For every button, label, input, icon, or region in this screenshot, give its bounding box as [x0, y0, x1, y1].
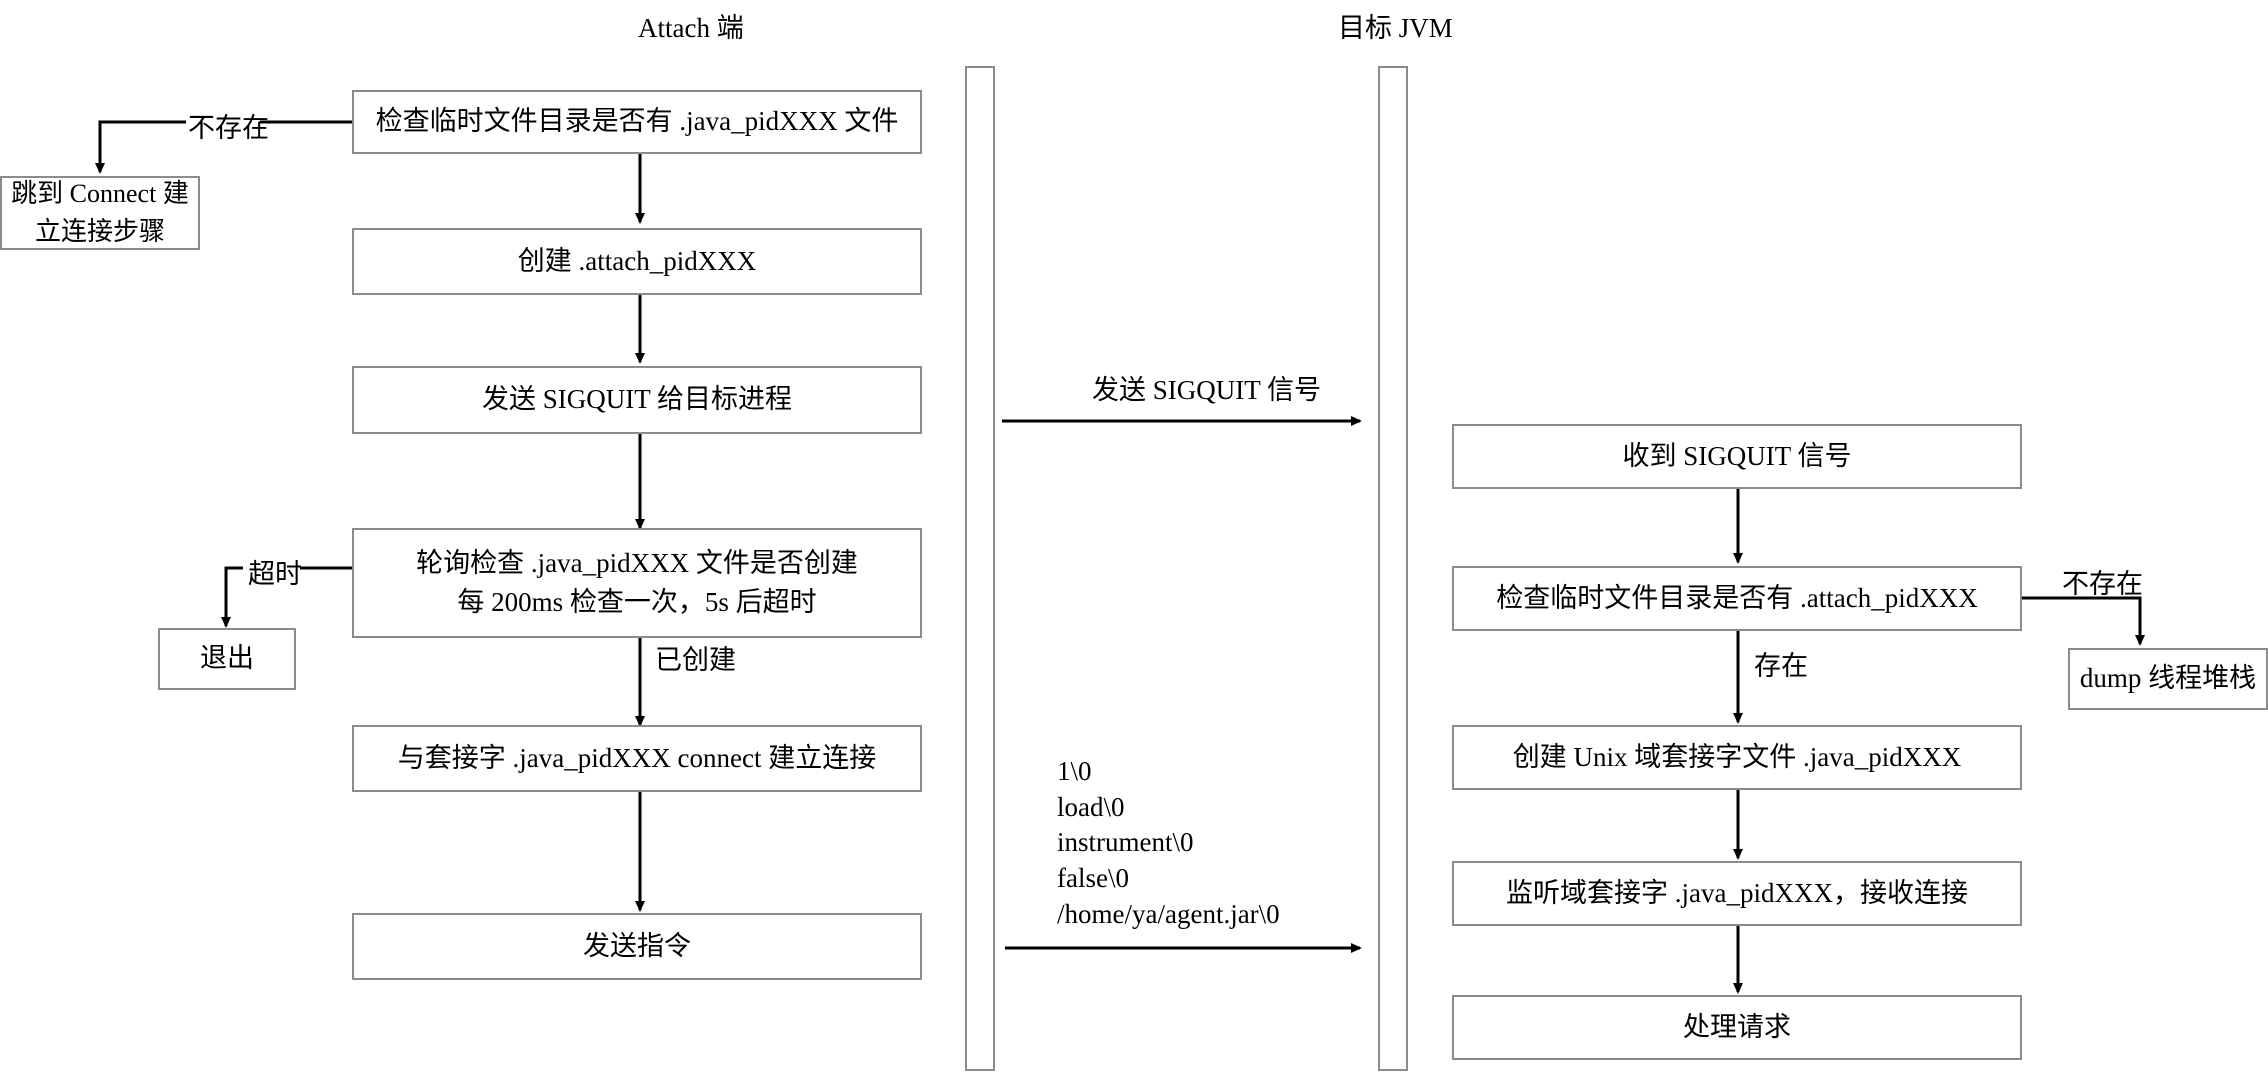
edge-label-not-exist-right: 不存在	[2062, 569, 2143, 599]
node-send-command[interactable]: 发送指令	[352, 913, 922, 980]
message-block-agent-payload: 1\0 load\0 instrument\0 false\0 /home/ya…	[1057, 756, 1280, 929]
lane-label-target-jvm: 目标 JVM	[1338, 13, 1453, 43]
node-jump-connect[interactable]: 跳到 Connect 建 立连接步骤	[0, 176, 200, 250]
node-socket-connect[interactable]: 与套接字 .java_pidXXX connect 建立连接	[352, 725, 922, 792]
edge-label-created: 已创建	[655, 645, 736, 675]
message-label-send-sigquit: 发送 SIGQUIT 信号	[1092, 375, 1321, 405]
node-check-tmp-javapid[interactable]: 检查临时文件目录是否有 .java_pidXXX 文件	[352, 90, 922, 154]
node-recv-sigquit[interactable]: 收到 SIGQUIT 信号	[1452, 424, 2022, 489]
node-dump-thread-stack[interactable]: dump 线程堆栈	[2068, 648, 2268, 710]
edge-label-not-exist-left: 不存在	[188, 113, 269, 143]
edge-label-exist: 存在	[1754, 651, 1808, 681]
node-handle-request[interactable]: 处理请求	[1452, 995, 2022, 1060]
node-check-attach-pid[interactable]: 检查临时文件目录是否有 .attach_pidXXX	[1452, 566, 2022, 631]
node-send-sigquit[interactable]: 发送 SIGQUIT 给目标进程	[352, 366, 922, 434]
lifeline-target-jvm	[1378, 66, 1408, 1071]
edge-label-timeout: 超时	[248, 559, 302, 589]
node-create-attach-pid[interactable]: 创建 .attach_pidXXX	[352, 228, 922, 295]
node-exit[interactable]: 退出	[158, 628, 296, 690]
node-poll-check[interactable]: 轮询检查 .java_pidXXX 文件是否创建 每 200ms 检查一次，5s…	[352, 528, 922, 638]
lifeline-attach	[965, 66, 995, 1071]
lane-label-attach: Attach 端	[638, 13, 744, 43]
node-listen-socket[interactable]: 监听域套接字 .java_pidXXX，接收连接	[1452, 861, 2022, 926]
node-create-unix-socket[interactable]: 创建 Unix 域套接字文件 .java_pidXXX	[1452, 725, 2022, 790]
